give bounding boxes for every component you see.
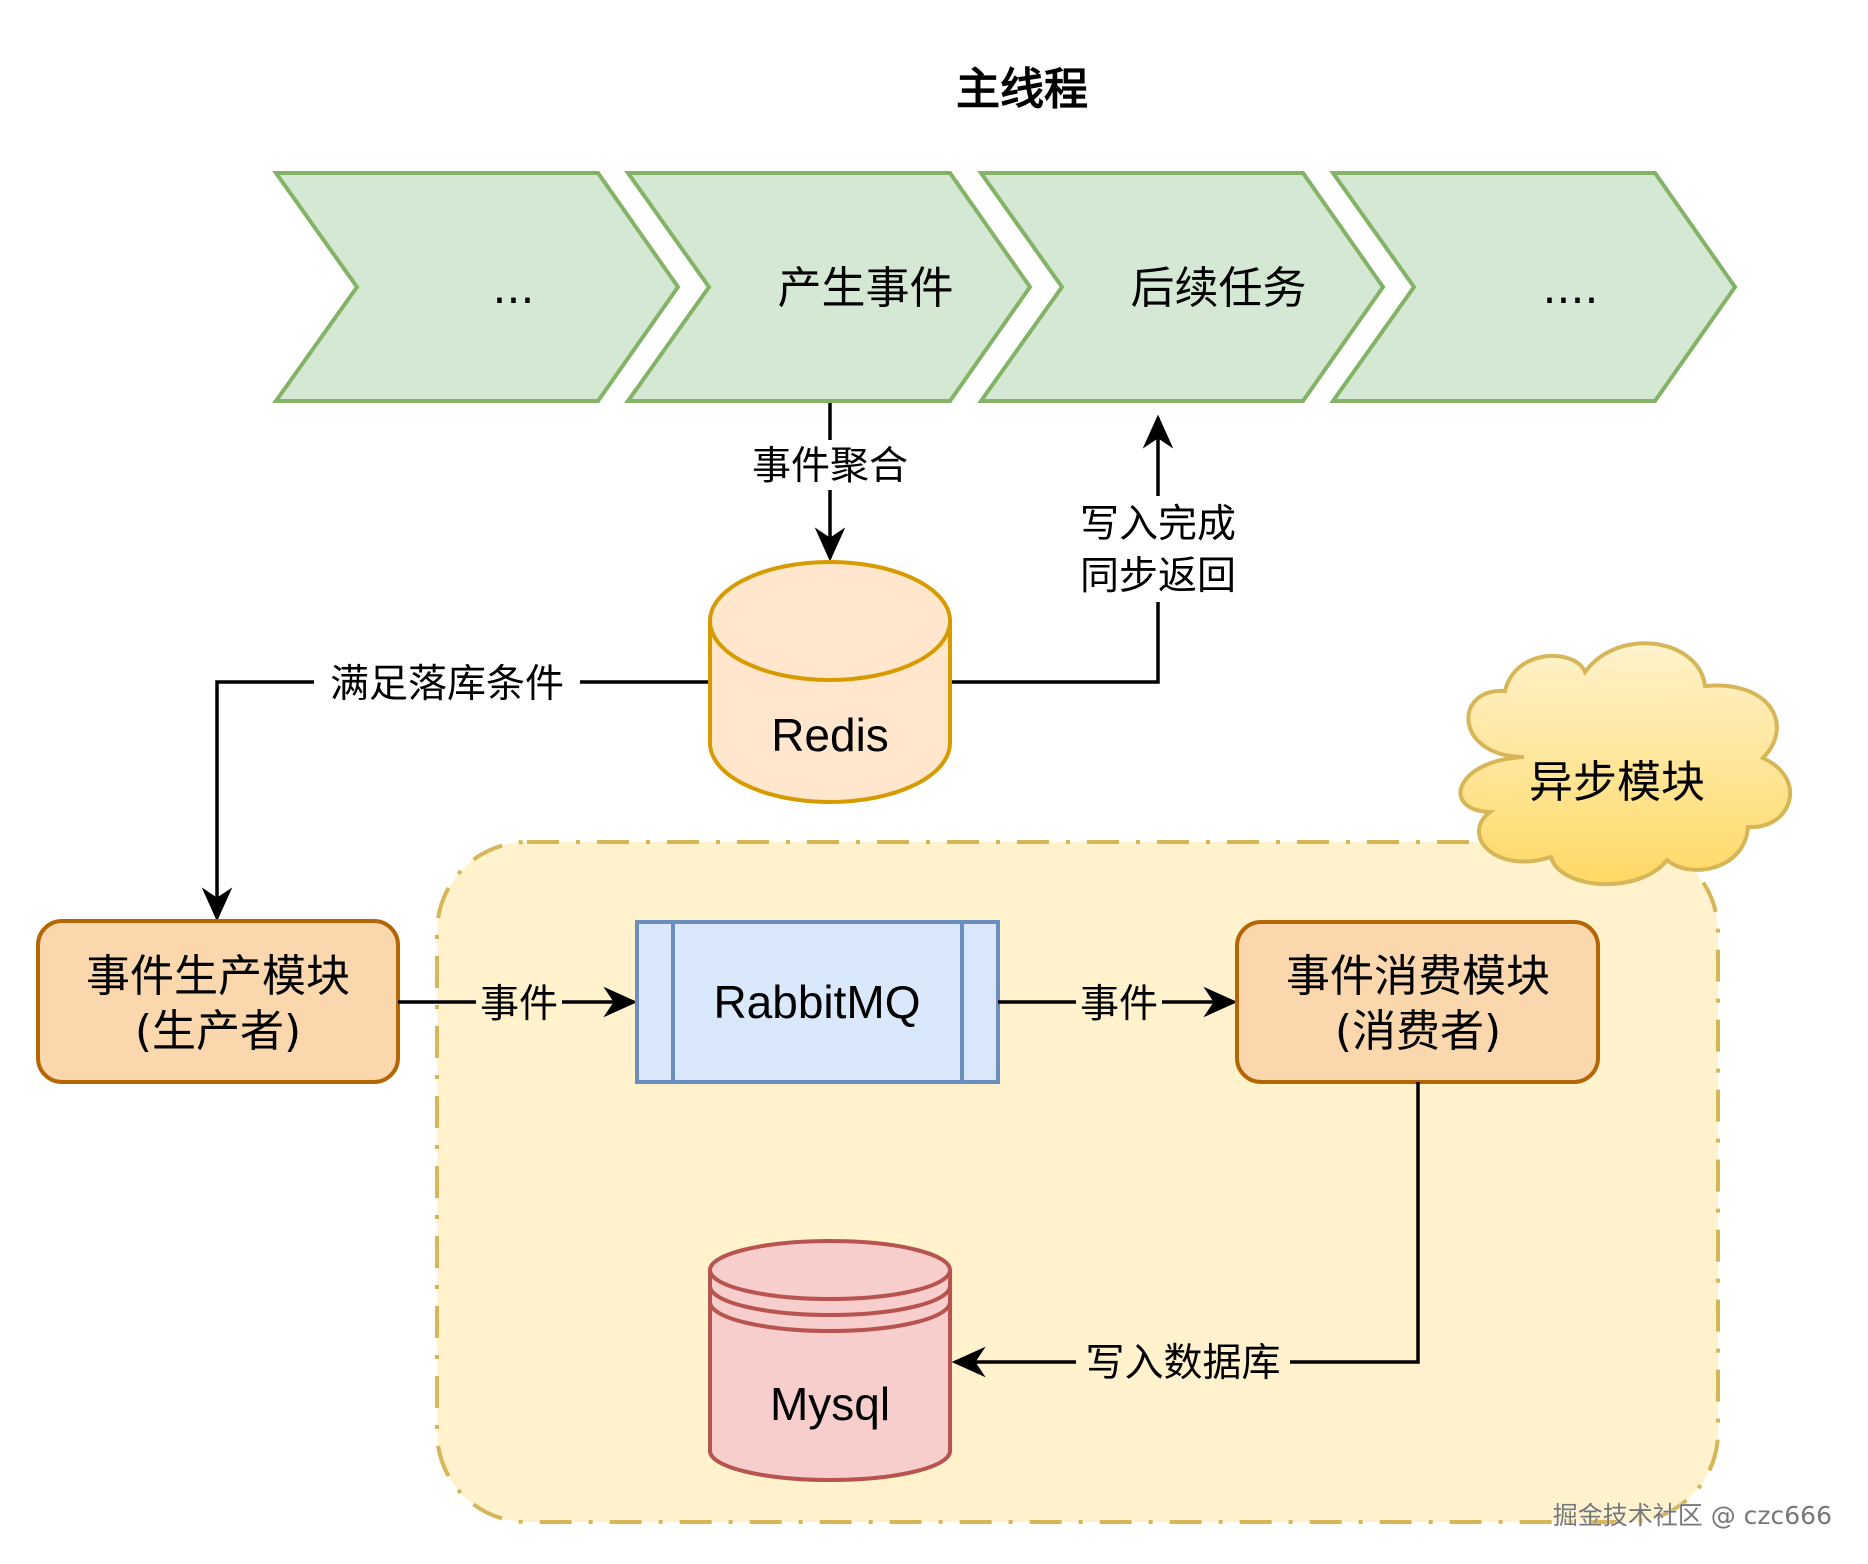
chevron-label: .... [1543,263,1599,314]
main-thread-step: ... [272,171,681,403]
edge-sync-return: 写入完成 同步返回 [950,414,1250,684]
edge-aggregate: 事件聚合 [732,403,928,562]
main-thread-step: 产生事件 [624,171,1033,403]
rabbitmq-node: RabbitMQ [635,920,1000,1084]
edge-label-persist-condition: 满足落库条件 [330,662,564,707]
main-thread-step: .... [1329,171,1738,403]
chevron-label: ... [493,263,535,314]
edge-write-db: 写入数据库 [951,1082,1420,1387]
edge-consume-event: 事件 [998,978,1238,1028]
producer-label-line1: 事件生产模块 [86,951,350,1002]
chevron-label: 后续任务 [1131,263,1307,314]
consumer-node: 事件消费模块 (消费者) [1235,920,1600,1084]
main-thread-step: 后续任务 [977,171,1386,403]
redis-label: Redis [771,709,889,761]
mysql-label: Mysql [770,1378,890,1430]
chevron-shape [624,171,1033,403]
main-thread-title: 主线程 [956,64,1088,115]
rabbitmq-label: RabbitMQ [713,976,920,1028]
chevron-shape [272,171,681,403]
edge-label-sync-return-1: 写入完成 [1080,502,1236,547]
edge-label-consume-event: 事件 [1080,982,1158,1027]
producer-node: 事件生产模块 (生产者) [36,919,400,1084]
consumer-label-line2: (消费者) [1335,1006,1501,1057]
redis-cylinder-rim [708,620,952,682]
edge-label-aggregate: 事件聚合 [752,444,908,489]
consumer-label-line1: 事件消费模块 [1286,951,1550,1002]
mysql-node: Mysql [708,1239,952,1482]
chevron-shape [1329,171,1738,403]
async-module-label: 异步模块 [1529,757,1705,808]
edge-label-sync-return-2: 同步返回 [1080,554,1236,599]
edge-persist-condition: 满足落库条件 [201,656,710,922]
edge-produce-event: 事件 [398,978,638,1028]
redis-node: Redis [708,560,952,804]
async-module-cloud: 异步模块 [1458,641,1793,887]
watermark: 掘金技术社区 @ czc666 [1553,1501,1832,1530]
main-thread-steps: ... 产生事件 后续任务.... [272,171,1738,403]
mysql-cylinder-body [708,1239,952,1482]
chevron-label: 产生事件 [778,263,954,314]
producer-label-line2: (生产者) [135,1006,301,1057]
cloud-icon [1458,641,1793,887]
chevron-shape [977,171,1386,403]
edge-label-write-db: 写入数据库 [1085,1341,1280,1386]
edge-label-produce-event: 事件 [480,982,558,1027]
